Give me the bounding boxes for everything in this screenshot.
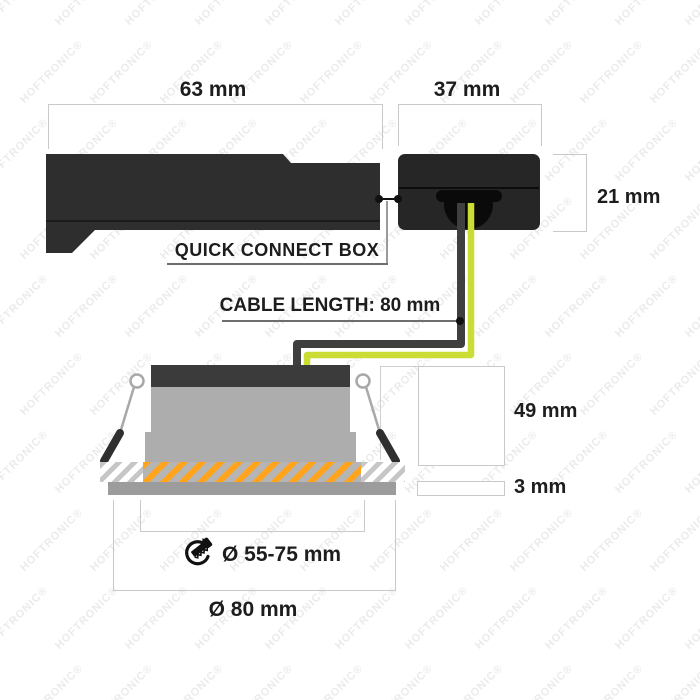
cable-earth-wire <box>303 203 475 368</box>
cable-gray-wire <box>293 203 465 368</box>
fixture-height-ext-v <box>380 366 381 460</box>
connector-dot-left <box>375 195 383 203</box>
driver-seam-line <box>46 220 380 222</box>
box-height-label: 21 mm <box>597 186 661 208</box>
box-width-bracket <box>398 104 542 146</box>
cable-length-underline <box>222 320 460 322</box>
driver-width-label: 63 mm <box>179 78 247 101</box>
fixture-height-bracket <box>418 366 505 466</box>
fixture-height-label: 49 mm <box>514 400 578 422</box>
left-clip-loop <box>129 373 145 389</box>
connector-line <box>379 198 398 200</box>
box-width-label: 37 mm <box>433 78 501 101</box>
left-clip-arm <box>118 386 136 434</box>
ceiling-hatch-left <box>100 462 143 482</box>
left-clip-grip <box>100 429 124 465</box>
outer-diameter-bracket <box>113 500 396 591</box>
downlight-top-band <box>151 365 350 387</box>
right-clip-channel <box>350 387 356 432</box>
trim-ring <box>108 482 396 495</box>
cable-length-label: CABLE LENGTH: 80 mm <box>219 295 441 316</box>
hole-saw-icon <box>185 537 213 566</box>
downlight-body <box>145 387 356 463</box>
ceiling-hatch-insulation <box>143 462 361 482</box>
left-clip-channel <box>145 387 151 432</box>
quick-connect-label: QUICK CONNECT BOX <box>174 240 380 260</box>
rim-height-bracket <box>417 481 505 496</box>
right-clip-arm <box>364 386 382 434</box>
connector-dot-right <box>394 195 402 203</box>
ceiling-hatch-right <box>361 462 405 482</box>
connect-box-seam-line <box>399 187 539 189</box>
rim-height-label: 3 mm <box>514 476 567 498</box>
fixture-height-ext-h <box>380 366 418 367</box>
right-clip-loop <box>355 373 371 389</box>
driver-width-bracket <box>48 104 383 149</box>
quick-connect-underline <box>167 263 388 265</box>
right-clip-grip <box>376 429 400 465</box>
box-height-bracket <box>553 154 587 232</box>
quick-connect-leader-line <box>386 201 388 264</box>
cutout-diameter-bracket <box>140 500 365 532</box>
outer-diameter-label: Ø 80 mm <box>208 598 298 621</box>
cutout-diameter-label: Ø 55-75 mm <box>222 543 342 566</box>
cable-length-dot <box>456 317 464 325</box>
